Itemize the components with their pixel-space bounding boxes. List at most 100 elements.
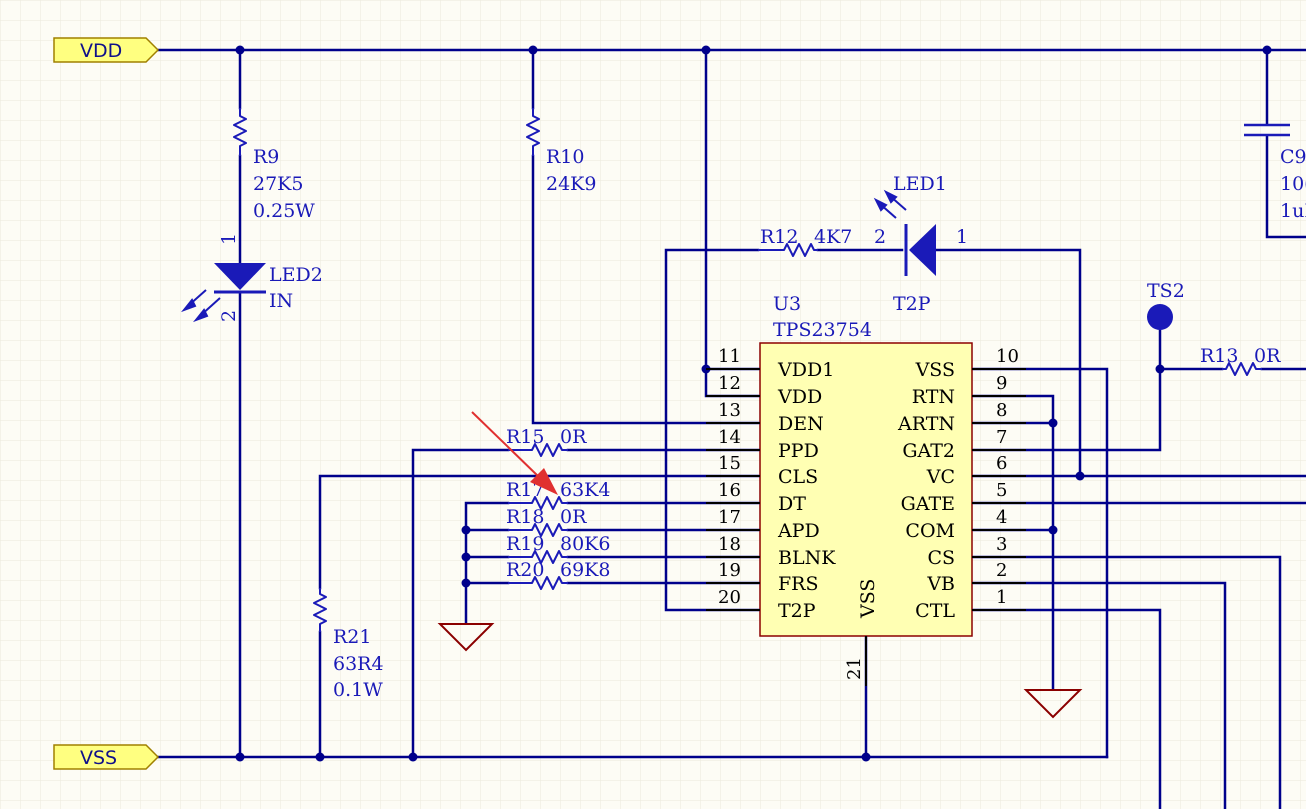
port-vss[interactable]: VSS	[53, 744, 160, 770]
junction-dot	[861, 752, 871, 762]
u3-pin-name: FRS	[778, 573, 819, 595]
ic-u3[interactable]: 11 12 13 14 15 16 17 18 19 20 VDD1 VDD D…	[706, 342, 1026, 686]
led2[interactable]	[180, 263, 266, 323]
ground-icon	[437, 623, 495, 652]
u3-pin-name: APD	[777, 520, 820, 542]
ic-u3-pin-lines	[706, 368, 1026, 686]
u3-pin-number: 16	[718, 480, 741, 501]
led2-diode-triangle	[214, 263, 266, 290]
u3-pin-name: DT	[778, 493, 806, 515]
u3-pin-name: GATE	[901, 493, 955, 515]
u3-pin-number: 14	[718, 427, 741, 448]
junction-dot	[1048, 418, 1058, 428]
led1-type: T2P	[893, 293, 931, 315]
u3-pin-number: 5	[996, 480, 1007, 501]
u3-pin-name: CS	[927, 547, 955, 569]
u3-pin-number: 4	[996, 507, 1007, 528]
resistor-r19[interactable]	[508, 550, 568, 564]
u3-part-number: TPS23754	[773, 319, 872, 341]
wire-cs-pin[interactable]	[970, 555, 1282, 809]
junction-dot	[1262, 45, 1272, 55]
r12-value: 4K7	[814, 226, 852, 248]
junction-dot	[461, 552, 471, 562]
u3-pin-name: PPD	[778, 440, 819, 462]
ic-u3-body	[759, 342, 973, 637]
wire-c9-bottom[interactable]	[1265, 135, 1306, 239]
resistor-r18[interactable]	[508, 523, 568, 537]
r18-value: 0R	[560, 506, 587, 528]
r9-rating: 0.25W	[253, 200, 315, 222]
port-vdd[interactable]: VDD	[53, 37, 160, 63]
r21-rating: 0.1W	[333, 679, 383, 701]
resistor-r21[interactable]	[313, 588, 327, 632]
resistor-r17[interactable]	[508, 496, 568, 510]
u3-pin-number: 10	[996, 346, 1019, 367]
junctions	[235, 45, 1272, 762]
wire-r10-den[interactable]	[531, 154, 762, 425]
u3-pin-name: CLS	[778, 466, 818, 488]
r15-designator: R15	[506, 426, 544, 448]
u3-pin-name: GAT2	[902, 440, 955, 462]
junction-dot	[461, 525, 471, 535]
u3-pin-name: CTL	[915, 600, 955, 622]
r21-value: 63R4	[333, 653, 384, 675]
led2-designator: LED2	[269, 264, 323, 286]
resistor-r12[interactable]	[758, 243, 818, 257]
capacitor-c9[interactable]	[1244, 123, 1290, 137]
r19-designator: R19	[506, 533, 544, 555]
resistor-r10[interactable]	[526, 108, 540, 156]
wire-ctl-pin[interactable]	[970, 608, 1162, 809]
u3-pin-number: 20	[718, 587, 741, 608]
r15-value: 0R	[560, 426, 587, 448]
led2-pin-1: 1	[218, 233, 240, 245]
u3-pin-number: 15	[718, 453, 741, 474]
resistor-r20[interactable]	[508, 576, 568, 590]
junction-dot	[701, 45, 711, 55]
c9-designator: C9	[1280, 146, 1306, 168]
u3-pin-name: BLNK	[778, 547, 836, 569]
u3-pin-name: VSS	[915, 359, 955, 381]
u3-pin-number: 11	[718, 346, 741, 367]
u3-pin-number-21: 21	[844, 657, 865, 680]
r18-designator: R18	[506, 506, 544, 528]
testpoint-ts2[interactable]	[1147, 304, 1173, 330]
resistor-r9[interactable]	[233, 108, 247, 156]
c9-rating: 1uI	[1280, 200, 1306, 222]
wire-vb-pin[interactable]	[970, 581, 1227, 809]
r21-designator: R21	[333, 626, 371, 648]
led2-type: IN	[269, 290, 293, 312]
led1-designator: LED1	[893, 173, 947, 195]
led2-light-arrows-icon	[180, 289, 221, 323]
r13-designator: R13	[1200, 345, 1238, 367]
r20-designator: R20	[506, 559, 544, 581]
wire-gat2-pin[interactable]	[970, 316, 1162, 452]
wire-led1-vc[interactable]	[934, 248, 1082, 478]
led1-pin-2: 2	[874, 226, 886, 248]
ground-icon	[1023, 689, 1083, 719]
u3-pin-number: 8	[996, 400, 1007, 421]
u3-pin-number: 19	[718, 560, 741, 581]
resistor-r15[interactable]	[508, 443, 568, 457]
annotation-arrow-icon	[471, 411, 558, 495]
port-vss-label: VSS	[80, 747, 117, 769]
r20-value: 69K8	[560, 559, 610, 581]
u3-pin-name: DEN	[778, 413, 824, 435]
junction-dot	[235, 752, 245, 762]
u3-pin-number: 6	[996, 453, 1007, 474]
u3-pin-number: 17	[718, 507, 741, 528]
wires	[156, 48, 1306, 809]
led1-pin-1: 1	[956, 226, 968, 248]
led1[interactable]	[873, 189, 936, 276]
wire-cls[interactable]	[318, 474, 762, 590]
u3-pin-name-vss-bottom: VSS	[857, 579, 879, 619]
u3-pin-name: VDD	[777, 386, 822, 408]
r9-designator: R9	[253, 146, 279, 168]
junction-dot	[461, 578, 471, 588]
resistor-r13[interactable]	[1222, 362, 1262, 376]
junction-dot	[1075, 471, 1085, 481]
u3-pin-number: 7	[996, 427, 1007, 448]
r17-designator: R17	[506, 479, 544, 501]
wire-r15-vss[interactable]	[411, 448, 510, 759]
